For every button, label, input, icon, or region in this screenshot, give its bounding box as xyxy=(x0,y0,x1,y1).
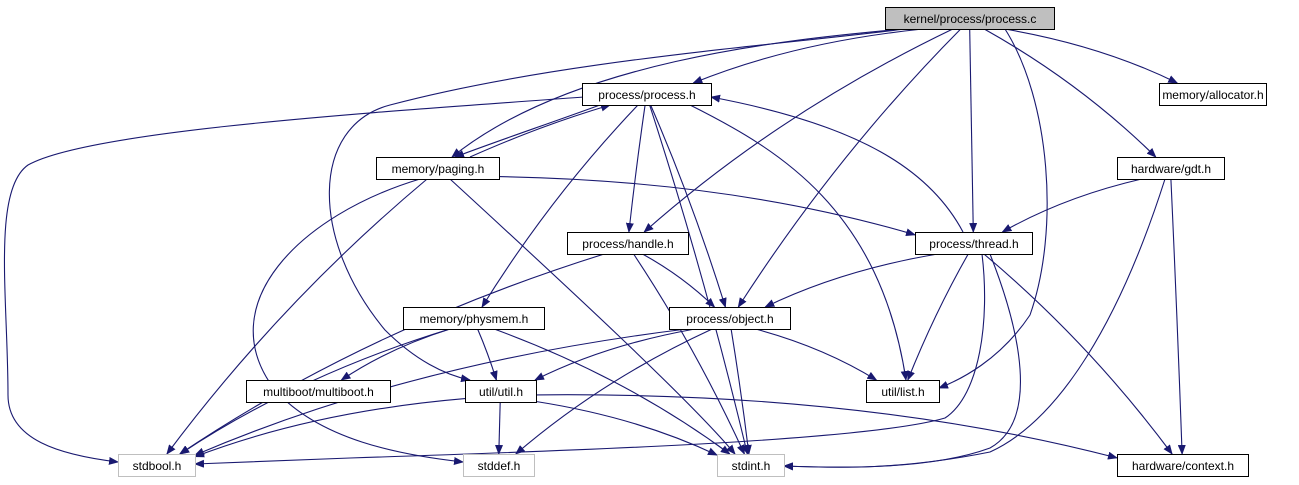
edge-object_h-to-util_h xyxy=(534,328,696,381)
edge-process_h-to-paging_h xyxy=(454,104,601,158)
edge-physmem_h-to-multiboot_h xyxy=(340,328,451,381)
edge-handle_h-to-stdint_h xyxy=(633,253,745,455)
node-box xyxy=(567,232,689,255)
node-box xyxy=(1117,157,1225,180)
node-label: process/thread.h xyxy=(929,237,1018,251)
node-label: stdbool.h xyxy=(133,459,182,473)
node-box xyxy=(717,454,785,477)
edge-paging_h-to-stdint_h xyxy=(449,178,736,455)
node-label: stdint.h xyxy=(732,459,771,473)
node-box xyxy=(866,380,940,403)
edge-handle_h-to-object_h xyxy=(642,253,716,308)
edge-object_h-to-stddef_h xyxy=(515,328,713,455)
node-label: hardware/gdt.h xyxy=(1131,162,1211,176)
edge-process_c-to-process_h xyxy=(692,28,923,84)
node-list-h[interactable]: util/list.h xyxy=(866,380,940,403)
node-gdt-h[interactable]: hardware/gdt.h xyxy=(1117,157,1225,180)
node-label: memory/paging.h xyxy=(392,162,485,176)
edge-process_h-to-list_h xyxy=(689,104,909,381)
node-box xyxy=(1159,83,1267,106)
edge-process_c-to-gdt_h xyxy=(983,28,1157,158)
node-stdint-h: stdint.h xyxy=(717,454,785,477)
edge-process_c-to-paging_h xyxy=(451,28,904,158)
edges-layer xyxy=(3,28,1186,471)
node-label: memory/allocator.h xyxy=(1162,88,1263,102)
edge-process_h-to-object_h xyxy=(650,104,727,308)
node-stddef-h: stddef.h xyxy=(463,454,535,477)
node-label: kernel/process/process.c xyxy=(904,12,1037,26)
edge-object_h-to-stdint_h xyxy=(730,328,752,455)
node-box xyxy=(885,7,1055,30)
edge-handle_h-to-stdbool_h xyxy=(178,253,605,455)
edge-process_c-to-object_h xyxy=(737,28,962,308)
edge-gdt_h-to-stdint_h xyxy=(783,178,1166,471)
edge-process_h-to-stdint_h xyxy=(649,104,750,455)
node-label: hardware/context.h xyxy=(1132,459,1234,473)
node-box xyxy=(1117,454,1249,477)
node-box xyxy=(376,157,500,180)
edge-object_h-to-list_h xyxy=(755,328,878,381)
node-box xyxy=(118,454,196,477)
edge-process_h-to-handle_h xyxy=(625,104,646,233)
node-process-c[interactable]: kernel/process/process.c xyxy=(885,7,1055,30)
node-label: process/handle.h xyxy=(582,237,673,251)
edge-paging_h-to-stdbool_h xyxy=(166,178,428,455)
node-label: util/list.h xyxy=(881,385,924,399)
edge-paging_h-to-process_h xyxy=(469,103,611,158)
edge-process_c-to-handle_h xyxy=(643,28,954,233)
node-box xyxy=(246,380,391,403)
edge-process_c-to-util_h xyxy=(328,28,906,383)
edge-paging_h-to-thread_h xyxy=(498,176,916,237)
edge-thread_h-to-stdint_h xyxy=(783,253,1022,471)
node-label: memory/physmem.h xyxy=(420,312,529,326)
node-box xyxy=(465,380,537,403)
node-paging-h[interactable]: memory/paging.h xyxy=(376,157,500,180)
node-physmem-h[interactable]: memory/physmem.h xyxy=(403,307,545,330)
edge-gdt_h-to-context_h xyxy=(1170,178,1186,455)
node-label: process/process.h xyxy=(598,88,695,102)
nodes-layer: kernel/process/process.c process/process.… xyxy=(118,7,1267,477)
node-label: stddef.h xyxy=(478,459,521,473)
edge-thread_h-to-object_h xyxy=(764,253,938,308)
edge-object_h-to-stdbool_h xyxy=(194,328,687,456)
edge-util_h-to-stdint_h xyxy=(535,400,718,456)
node-box xyxy=(915,232,1033,255)
node-label: process/object.h xyxy=(686,312,773,326)
node-multiboot-h[interactable]: multiboot/multiboot.h xyxy=(246,380,391,403)
edge-util_h-to-context_h xyxy=(535,394,1118,460)
node-box xyxy=(669,307,791,330)
node-context-h[interactable]: hardware/context.h xyxy=(1117,454,1249,477)
node-process-h[interactable]: process/process.h xyxy=(582,83,712,106)
node-object-h[interactable]: process/object.h xyxy=(669,307,791,330)
node-allocator-h[interactable]: memory/allocator.h xyxy=(1159,83,1267,106)
node-label: util/util.h xyxy=(479,385,523,399)
node-handle-h[interactable]: process/handle.h xyxy=(567,232,689,255)
node-label: multiboot/multiboot.h xyxy=(263,385,374,399)
node-box xyxy=(463,454,535,477)
edge-gdt_h-to-thread_h xyxy=(1001,178,1142,233)
node-box xyxy=(403,307,545,330)
edge-thread_h-to-stdbool_h xyxy=(194,253,986,468)
edge-physmem_h-to-util_h xyxy=(477,328,498,381)
edge-process_c-to-allocator_h xyxy=(1004,28,1179,84)
edge-util_h-to-stdbool_h xyxy=(194,398,466,458)
edge-physmem_h-to-stdint_h xyxy=(494,328,731,455)
edge-paging_h-to-stddef_h xyxy=(252,178,464,465)
edge-process_h-to-stdbool_h xyxy=(3,96,585,465)
edge-process_c-to-list_h xyxy=(938,28,1048,389)
node-stdbool-h: stdbool.h xyxy=(118,454,196,477)
edge-thread_h-to-list_h xyxy=(907,253,969,381)
node-box xyxy=(582,83,712,106)
edge-process_h-to-physmem_h xyxy=(481,104,639,308)
edge-thread_h-to-context_h xyxy=(983,253,1173,455)
edge-process_c-to-thread_h xyxy=(969,28,978,233)
edge-util_h-to-stddef_h xyxy=(495,401,504,455)
node-util-h[interactable]: util/util.h xyxy=(465,380,537,403)
node-thread-h[interactable]: process/thread.h xyxy=(915,232,1033,255)
edge-thread_h-to-process_h xyxy=(710,94,964,233)
